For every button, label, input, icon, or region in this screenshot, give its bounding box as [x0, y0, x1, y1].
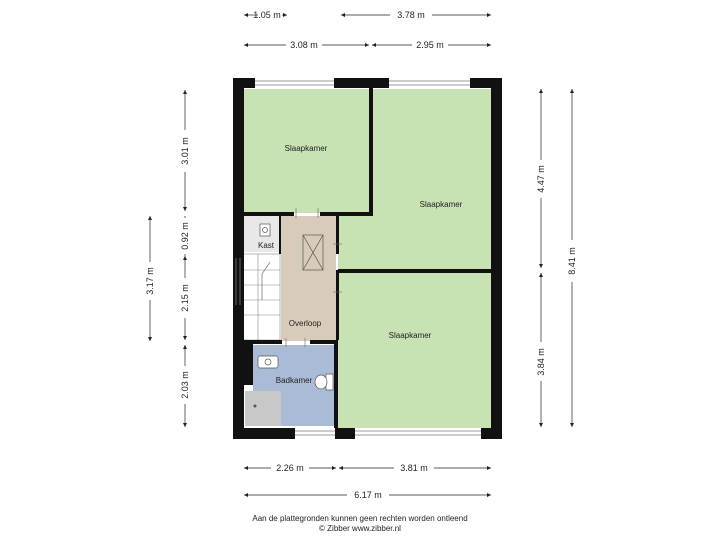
- footer-disclaimer: Aan de plattegronden kunnen geen rechten…: [252, 514, 468, 523]
- shower-fill: [245, 391, 281, 426]
- room-label-landing: Overloop: [289, 319, 322, 328]
- room-label-bathroom: Badkamer: [276, 376, 313, 385]
- dim-bottom-row1-right: 3.81 m: [400, 463, 428, 473]
- room-label-bedroom-bottom-right: Slaapkamer: [389, 331, 432, 340]
- landing-fill: [281, 216, 336, 341]
- dim-left-inner-3: 2.15 m: [180, 284, 190, 312]
- walls: [233, 78, 502, 439]
- windows: [235, 80, 481, 436]
- dim-top-row2-right: 2.95 m: [416, 40, 444, 50]
- shower-drain-icon: [253, 404, 257, 408]
- dim-left-inner-4: 2.03 m: [180, 371, 190, 399]
- room-label-bedroom-top-right: Slaapkamer: [420, 200, 463, 209]
- dim-top-row2-left: 3.08 m: [290, 40, 318, 50]
- dim-bottom-row2: 6.17 m: [354, 490, 382, 500]
- dim-bottom-row1-left: 2.26 m: [276, 463, 304, 473]
- bedroom-top-left-fill: [244, 89, 369, 213]
- dim-right-inner-1: 4.47 m: [536, 165, 546, 193]
- staircase: [239, 253, 281, 341]
- dim-left-outer: 3.17 m: [145, 267, 155, 295]
- sink-icon: [257, 355, 279, 369]
- footer-credit: © Zibber www.zibber.nl: [319, 524, 401, 533]
- boiler-icon: [259, 223, 271, 237]
- room-label-closet: Kast: [258, 241, 275, 250]
- dim-top-row1-right: 3.78 m: [397, 10, 425, 20]
- dim-right-outer: 8.41 m: [567, 247, 577, 275]
- dim-left-inner-1: 3.01 m: [180, 137, 190, 165]
- dim-right-inner-2: 3.84 m: [536, 348, 546, 376]
- dim-left-inner-2: 0.92 m: [180, 222, 190, 250]
- hatch-icon: [302, 234, 324, 271]
- bedroom-top-right-fill: [372, 89, 491, 270]
- toilet-icon: [314, 373, 334, 391]
- dim-top-row1-left: 1.05 m: [253, 10, 281, 20]
- dimension-lines: [147, 12, 575, 498]
- door-ticks: [285, 208, 342, 347]
- room-label-bedroom-top-left: Slaapkamer: [285, 144, 328, 153]
- bedroom-top-right-ext-fill: [338, 213, 374, 270]
- bedroom-bottom-right-fill: [338, 272, 491, 428]
